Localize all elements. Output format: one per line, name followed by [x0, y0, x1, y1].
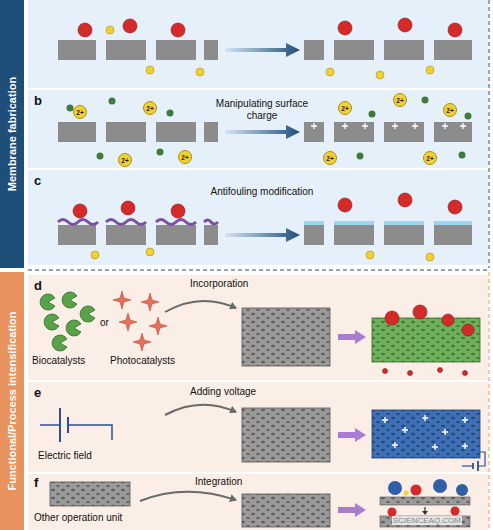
panel-label: Electric field — [38, 450, 92, 462]
ion-charge: 2+ — [121, 157, 128, 164]
panel-letter: c — [34, 174, 41, 188]
panel-letter: d — [34, 279, 42, 293]
panel-letter: f — [34, 476, 38, 490]
panel-label: Manipulating surface charge — [200, 98, 324, 122]
ion-charge: 2+ — [76, 109, 83, 116]
ion-ball: 2+ — [323, 151, 337, 165]
ion-ball: 2+ — [178, 150, 192, 164]
panel-label: or — [100, 317, 109, 329]
ion-charge: 2+ — [181, 154, 188, 161]
panel-label: Biocatalysts — [32, 355, 85, 367]
ion-charge: 2+ — [146, 105, 153, 112]
ion-ball: 2+ — [118, 153, 132, 167]
panel-letter: b — [34, 94, 42, 108]
panel-letter: e — [34, 386, 41, 400]
panel-label: Incorporation — [190, 278, 248, 290]
panel-label: Antifouling modification — [197, 186, 327, 198]
panel-label: Photocatalysts — [110, 355, 175, 367]
panel-label: Other operation unit — [34, 512, 122, 524]
section-band: Membrane fabrication — [0, 0, 24, 268]
ion-ball: 2+ — [338, 101, 352, 115]
panel-label: Adding voltage — [190, 386, 256, 398]
ion-charge: 2+ — [426, 155, 433, 162]
ion-ball: 2+ — [443, 103, 457, 117]
section-title: Functional/Process intensification — [6, 311, 18, 490]
ion-ball: 2+ — [73, 105, 87, 119]
section-band: Functional/Process intensification — [0, 272, 24, 530]
ion-ball: 2+ — [423, 151, 437, 165]
panel-label: Integration — [195, 476, 242, 488]
ion-ball: 2+ — [143, 101, 157, 115]
ion-charge: 2+ — [341, 105, 348, 112]
ion-charge: 2+ — [446, 107, 453, 114]
ion-charge: 2+ — [396, 97, 403, 104]
ion-charge: 2+ — [326, 155, 333, 162]
panel: cAntifouling modification — [28, 170, 488, 265]
section-title: Membrane fabrication — [6, 77, 18, 191]
panel-a — [28, 0, 488, 88]
ion-ball: 2+ — [393, 93, 407, 107]
watermark: SCIENCEAQ.COM — [392, 516, 462, 525]
